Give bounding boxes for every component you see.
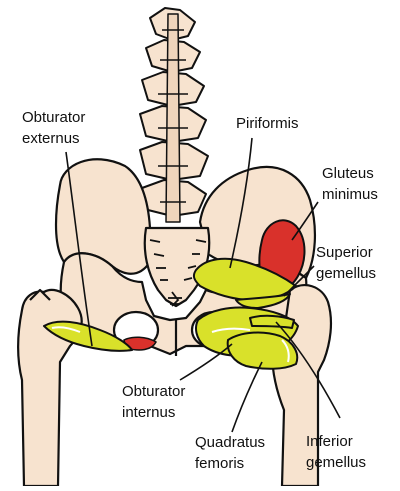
leader-superior-gemellus [283, 265, 315, 297]
label-quadratus-femoris-line1: Quadratus [195, 434, 265, 451]
label-obturator-internus-line2: internus [122, 404, 175, 421]
superior-gemellus-muscle [235, 293, 291, 309]
leader-quadratus-femoris [231, 361, 263, 433]
label-obturator-internus-line1: Obturator [122, 383, 185, 400]
label-superior-gemellus-line1: Superior [316, 244, 373, 261]
leader-obturator-externus [65, 151, 93, 347]
label-gluteus-minimus-line2: minimus [322, 186, 378, 203]
inferior-gemellus-muscle [249, 314, 295, 329]
lumbar-spine [139, 7, 209, 223]
leader-obturator-internus [179, 343, 233, 381]
left-ilium [54, 158, 152, 275]
label-obturator-externus-line2: externus [22, 130, 80, 147]
leader-inferior-gemellus [275, 321, 341, 419]
labels: Obturator externus Piriformis Gluteus mi… [22, 109, 378, 472]
leader-gluteus-minimus [291, 201, 319, 241]
quadratus-femoris-muscle [226, 331, 299, 370]
label-piriformis: Piriformis [236, 115, 299, 132]
label-inferior-gemellus-line1: Inferior [306, 433, 353, 450]
muscles [43, 219, 306, 370]
label-gluteus-minimus-line1: Gluteus [322, 165, 374, 182]
obturator-externus-muscle [43, 320, 133, 352]
leader-piriformis [229, 137, 253, 269]
label-superior-gemellus-line2: gemellus [316, 265, 376, 282]
left-greater-trochanter [29, 288, 51, 301]
left-femur [17, 288, 83, 488]
label-obturator-externus-line1: Obturator [22, 109, 85, 126]
label-inferior-gemellus-line2: gemellus [306, 454, 366, 471]
left-obturator-internus-patch [123, 336, 157, 351]
sacrum [143, 226, 211, 308]
muscle-highlights [51, 326, 290, 363]
leader-lines [65, 137, 341, 433]
spinous-process [165, 13, 181, 223]
label-quadratus-femoris-line2: femoris [195, 455, 244, 472]
sacrum-details [149, 239, 207, 307]
